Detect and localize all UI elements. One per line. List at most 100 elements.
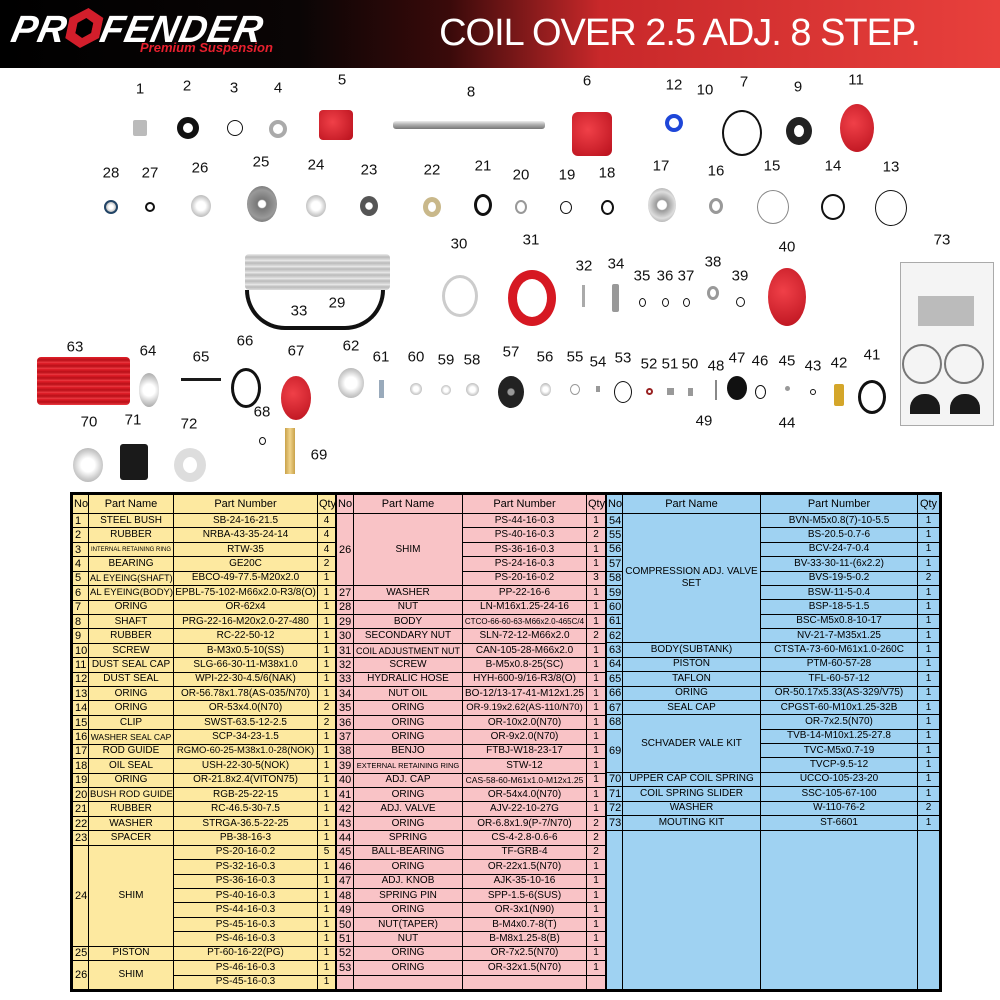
part-retaining-ring-icon: [227, 120, 243, 136]
part-label: 38: [704, 253, 722, 271]
empty-cell: [336, 974, 354, 990]
part-qty: 1: [586, 541, 606, 558]
part-number: OR-32x1.5(N70): [462, 960, 587, 976]
part-bvs-icon: [466, 383, 479, 396]
part-piston-icon: [139, 373, 159, 407]
part-label: 29: [328, 294, 346, 312]
part-number: OR-9.19x2.62(AS-110/N70): [462, 700, 587, 716]
part-washer-seal-cap-icon: [709, 198, 723, 214]
part-qty: 1: [586, 512, 606, 529]
part-name: ORING: [353, 714, 463, 731]
part-qty: 1: [917, 685, 940, 701]
part-no: 43: [336, 815, 354, 832]
part-number: PTM-60-57-28: [760, 656, 918, 673]
part-upper-cap-icon: [73, 448, 103, 482]
part-washer-icon: [423, 197, 441, 217]
part-number: B-M8x1.25-8(B): [462, 931, 587, 947]
part-no: 67: [606, 699, 623, 716]
part-label: 63: [66, 338, 84, 356]
part-piston-icon: [247, 186, 277, 222]
part-qty: 1: [317, 815, 336, 832]
part-name: SCREW: [353, 657, 463, 673]
part-qty: 2: [586, 527, 606, 543]
part-no: 23: [72, 830, 89, 846]
part-number: NV-21-7-M35x1.25: [760, 627, 918, 644]
part-bsw-icon: [441, 385, 451, 395]
part-number: W-110-76-2: [760, 800, 918, 816]
part-nut-taper-icon: [688, 388, 693, 396]
part-qty: 4: [317, 541, 336, 558]
part-number: BO-12/13-17-41-M12x1.25: [462, 686, 587, 702]
part-label: 28: [102, 164, 120, 182]
part-name: ADJ. CAP: [353, 772, 463, 789]
part-number: PB-38-16-3: [173, 830, 318, 846]
part-nv-icon: [338, 368, 364, 398]
part-number: WPI-22-30-4.5/6(NAK): [173, 671, 318, 688]
part-name: BODY: [353, 613, 463, 630]
part-qty: 1: [586, 657, 606, 673]
part-no: 5: [72, 570, 89, 587]
part-qty: 1: [317, 657, 336, 673]
part-qty: 1: [917, 527, 940, 543]
part-number: AJV-22-10-27G: [462, 801, 587, 817]
part-label: 5: [337, 71, 347, 89]
part-name: ADJ. KNOB: [353, 873, 463, 889]
part-oring-icon: [683, 298, 690, 307]
header-part-name: Part Name: [353, 494, 463, 514]
part-number: OR-56.78x1.78(AS-035/N70): [173, 686, 318, 702]
part-qty: 1: [917, 512, 940, 529]
part-qty: 2: [317, 714, 336, 731]
part-name: ORING: [353, 902, 463, 918]
part-spring-pin-icon: [715, 380, 717, 400]
part-no: 57: [606, 556, 623, 572]
part-number: SPP-1.5-6(SUS): [462, 887, 587, 904]
part-number: OR-7x2.5(N70): [760, 714, 918, 730]
part-number: ST-6601: [760, 814, 918, 831]
part-nut-icon: [667, 388, 674, 395]
part-name: SHIM: [88, 844, 174, 947]
part-adj-knob-icon: [727, 376, 747, 400]
part-no: 51: [336, 931, 354, 947]
header-qty: Qty: [317, 494, 336, 514]
part-number: PS-20-16-0.2: [173, 844, 318, 861]
part-number: OR-3x1(N90): [462, 902, 587, 918]
part-qty: 1: [917, 728, 940, 745]
empty-row: [606, 829, 940, 990]
part-qty: 1: [317, 902, 336, 918]
part-oring-icon: [662, 298, 669, 307]
header-part-number: Part Number: [760, 494, 918, 514]
part-label: 10: [696, 81, 714, 99]
part-label: 37: [677, 267, 695, 285]
part-label: 19: [558, 166, 576, 184]
part-mounting-plate-icon: [918, 296, 974, 326]
part-label: 9: [793, 78, 803, 96]
part-label: 61: [372, 348, 390, 366]
part-no: 38: [336, 743, 354, 760]
part-label: 43: [804, 357, 822, 375]
part-name: ORING: [353, 960, 463, 976]
part-qty: 5: [317, 844, 336, 861]
part-qty: 1: [917, 671, 940, 687]
part-qty: 1: [317, 960, 336, 976]
part-label: 50: [681, 355, 699, 373]
part-label: 68: [253, 403, 271, 421]
header-no: No: [606, 494, 623, 514]
part-number: BSP-18-5-1.5: [760, 599, 918, 615]
part-label: 35: [633, 267, 651, 285]
